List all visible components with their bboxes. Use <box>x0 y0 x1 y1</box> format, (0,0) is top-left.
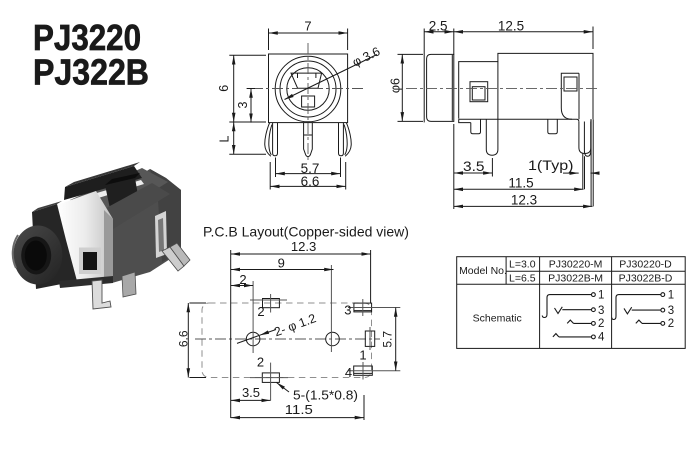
svg-text:11.5: 11.5 <box>508 175 533 190</box>
svg-text:2: 2 <box>257 355 264 370</box>
svg-text:φ 3.6: φ 3.6 <box>350 44 382 69</box>
svg-text:3.5: 3.5 <box>242 385 260 400</box>
svg-text:6: 6 <box>217 85 231 92</box>
svg-text:5-(1.5*0.8): 5-(1.5*0.8) <box>293 388 358 402</box>
svg-text:2: 2 <box>239 272 246 287</box>
svg-text:3: 3 <box>668 305 674 317</box>
svg-text:3: 3 <box>344 302 351 317</box>
svg-text:φ6: φ6 <box>389 78 403 93</box>
svg-text:2- φ 1.2: 2- φ 1.2 <box>272 311 318 339</box>
svg-text:2.5: 2.5 <box>429 19 448 34</box>
svg-text:L=3.0: L=3.0 <box>509 259 536 271</box>
svg-text:PJ30220-M: PJ30220-M <box>549 259 603 271</box>
svg-text:9: 9 <box>278 256 285 271</box>
svg-text:5.7: 5.7 <box>301 161 320 176</box>
svg-text:Schematic: Schematic <box>473 313 522 325</box>
svg-text:Model No.: Model No. <box>459 265 507 277</box>
svg-text:PJ3220: PJ3220 <box>33 17 141 58</box>
svg-text:L: L <box>218 135 232 142</box>
svg-text:2: 2 <box>257 304 264 319</box>
svg-text:PJ322B: PJ322B <box>33 52 149 93</box>
svg-text:4: 4 <box>598 332 605 344</box>
svg-text:P.C.B Layout(Copper-sided view: P.C.B Layout(Copper-sided view) <box>203 224 409 240</box>
svg-text:2: 2 <box>668 318 674 330</box>
svg-text:11.5: 11.5 <box>285 402 313 417</box>
svg-text:1: 1 <box>598 290 604 302</box>
svg-text:3: 3 <box>236 101 250 108</box>
svg-text:6.6: 6.6 <box>177 330 191 347</box>
svg-text:3: 3 <box>598 305 604 317</box>
svg-text:2: 2 <box>598 318 604 330</box>
svg-text:12.5: 12.5 <box>498 19 524 34</box>
svg-text:PJ3022B-M: PJ3022B-M <box>548 272 603 284</box>
svg-text:7: 7 <box>304 18 311 33</box>
svg-text:1(Typ): 1(Typ) <box>528 158 574 173</box>
svg-text:6.6: 6.6 <box>301 174 320 189</box>
svg-text:5.7: 5.7 <box>381 331 395 348</box>
svg-text:12.3: 12.3 <box>291 240 317 254</box>
svg-text:1: 1 <box>668 290 674 302</box>
svg-text:PJ30220-D: PJ30220-D <box>619 259 672 271</box>
svg-text:1: 1 <box>359 347 366 362</box>
svg-text:12.3: 12.3 <box>511 192 537 207</box>
svg-text:L=6.5: L=6.5 <box>509 272 536 284</box>
svg-text:3.5: 3.5 <box>463 159 485 174</box>
svg-text:PJ3022B-D: PJ3022B-D <box>619 272 673 284</box>
svg-text:4: 4 <box>345 365 352 380</box>
